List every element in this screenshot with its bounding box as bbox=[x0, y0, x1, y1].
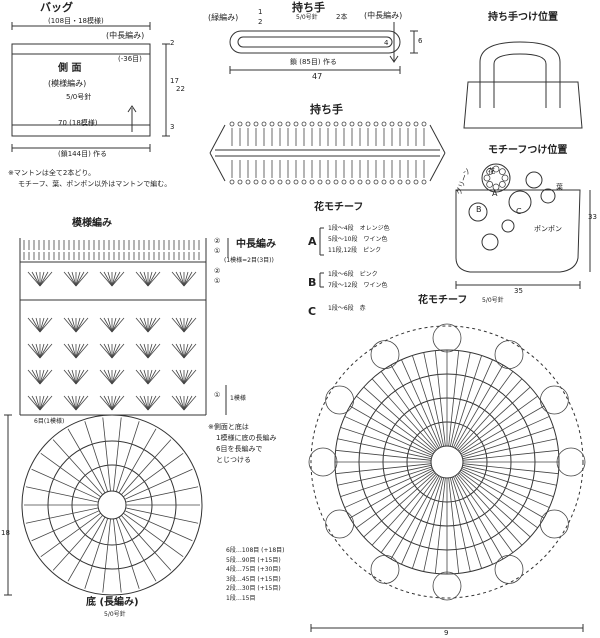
motif-height: 33 bbox=[588, 213, 597, 221]
bottom-diameter: 18 bbox=[1, 529, 10, 537]
pattern-row-2b: ② bbox=[214, 267, 221, 275]
side-note-4: とじつける bbox=[216, 456, 251, 464]
handle-hook: 5/0号針 bbox=[296, 14, 318, 21]
bag-side-title: 側 面 bbox=[58, 63, 82, 74]
handle-position-title: 持ち手つけ位置 bbox=[488, 12, 558, 23]
pattern-band-title: 中長編み bbox=[236, 239, 276, 250]
handle-row-1: 1 bbox=[258, 8, 263, 16]
pattern-repeat-note: (1模様=2目(3目)) bbox=[224, 257, 274, 264]
pattern-row-1a: ① bbox=[214, 247, 221, 255]
bottom-increase-row: 5段…90目 (+15目) bbox=[226, 556, 281, 564]
flower-row-line: 1段～6段 ピンク bbox=[328, 271, 378, 278]
pattern-bottom-note: 6目(1模様) bbox=[34, 418, 65, 425]
flower-row-line: 5段～10段 ワイン色 bbox=[328, 236, 388, 243]
bottom-increase-row: 2段…30目 (+15目) bbox=[226, 585, 281, 592]
bag-note-1: ※マントンは全て2本どり。 bbox=[8, 169, 96, 177]
side-note-3: 6目を長編みで bbox=[216, 445, 263, 453]
motif-c: C bbox=[516, 207, 522, 216]
flower-row-line: 7段～12段 ワイン色 bbox=[328, 282, 388, 289]
flower-motif-size: 9 bbox=[444, 629, 449, 637]
bag-side-subtitle: (模様編み) bbox=[48, 79, 87, 88]
bag-band-rows: (-36目) bbox=[118, 55, 142, 63]
bag-title: バッグ bbox=[40, 1, 73, 14]
side-note-2: 1模様に底の長編み bbox=[216, 434, 277, 442]
motif-b: B bbox=[476, 205, 482, 214]
bottom-increase-row: 3段…45目 (+15目) bbox=[226, 575, 281, 583]
pattern-one-repeat: 1模様 bbox=[230, 395, 246, 402]
bag-band-label: (中長編み) bbox=[106, 31, 145, 40]
handle-left-label: (緑編み) bbox=[208, 13, 239, 22]
bag-hook-size: 5/0号針 bbox=[66, 93, 92, 101]
pattern-row-1c: ① bbox=[214, 391, 221, 399]
handle-side-dim: 6 bbox=[418, 37, 423, 45]
pattern-row-1b: ① bbox=[214, 277, 221, 285]
handle-title: 持ち手 bbox=[292, 1, 325, 14]
flower-motif-title: 花モチーフ bbox=[418, 295, 468, 306]
motif-flower: 花 bbox=[488, 167, 495, 175]
motif-a: A bbox=[492, 189, 498, 198]
bag-base-stitches: (鎖144目) 作る bbox=[58, 150, 108, 158]
bag-side-rect bbox=[11, 43, 151, 137]
handle-row-2: 2 bbox=[258, 18, 263, 26]
handle-count: 2本 bbox=[336, 13, 348, 21]
bag-pattern-count: 70 (18模様) bbox=[58, 119, 98, 127]
pattern-title: 模様編み bbox=[72, 218, 112, 229]
bag-dim-17: 17 bbox=[170, 77, 179, 85]
handle-chain-note: 鎖 (85目) 作る bbox=[290, 58, 337, 66]
bag-top-dimension: (108目・18模様) bbox=[48, 17, 104, 25]
motif-pompom: ポンポン bbox=[534, 225, 562, 233]
bag-dim-3: 3 bbox=[170, 123, 175, 131]
bottom-increase-row: 4段…75目 (+30目) bbox=[226, 566, 281, 573]
bag-note-2: モチーフ、葉、ポンポン以外はマントンで編む。 bbox=[18, 180, 172, 188]
motif-leaf: 葉 bbox=[556, 183, 563, 191]
bag-dim-22: 22 bbox=[176, 85, 185, 93]
pattern-row-2a: ② bbox=[214, 237, 221, 245]
flower-row-label: B bbox=[308, 276, 317, 289]
bottom-hook: 5/0号針 bbox=[104, 611, 126, 618]
motif-position-title: モチーフつけ位置 bbox=[488, 145, 568, 156]
flower-row-line: 11段,12段 ピンク bbox=[328, 247, 382, 254]
flower-row-label: C bbox=[308, 305, 317, 318]
bottom-title: 底 (長編み) bbox=[86, 597, 139, 608]
side-note-1: ※側面と底は bbox=[208, 423, 249, 431]
flower-motif-hook: 5/0号針 bbox=[482, 297, 504, 304]
handle-right-label: (中長編み) bbox=[364, 11, 403, 20]
motif-width: 35 bbox=[514, 287, 523, 295]
handle-length: 47 bbox=[312, 72, 323, 81]
handle-side-dim-2: 4 bbox=[384, 39, 389, 47]
bottom-increase-row: 1段…15目 bbox=[226, 594, 256, 602]
flower-row-line: 1段～4段 オレンジ色 bbox=[328, 225, 390, 232]
handle-chart-title: 持ち手 bbox=[310, 103, 343, 116]
bottom-increase-row: 6段…108目 (+18目) bbox=[226, 547, 285, 554]
bag-dim-2: 2 bbox=[170, 39, 175, 47]
flower-table-title: 花モチーフ bbox=[314, 202, 364, 213]
flower-row-line: 1段～6段 赤 bbox=[328, 305, 366, 312]
flower-row-label: A bbox=[308, 235, 317, 248]
